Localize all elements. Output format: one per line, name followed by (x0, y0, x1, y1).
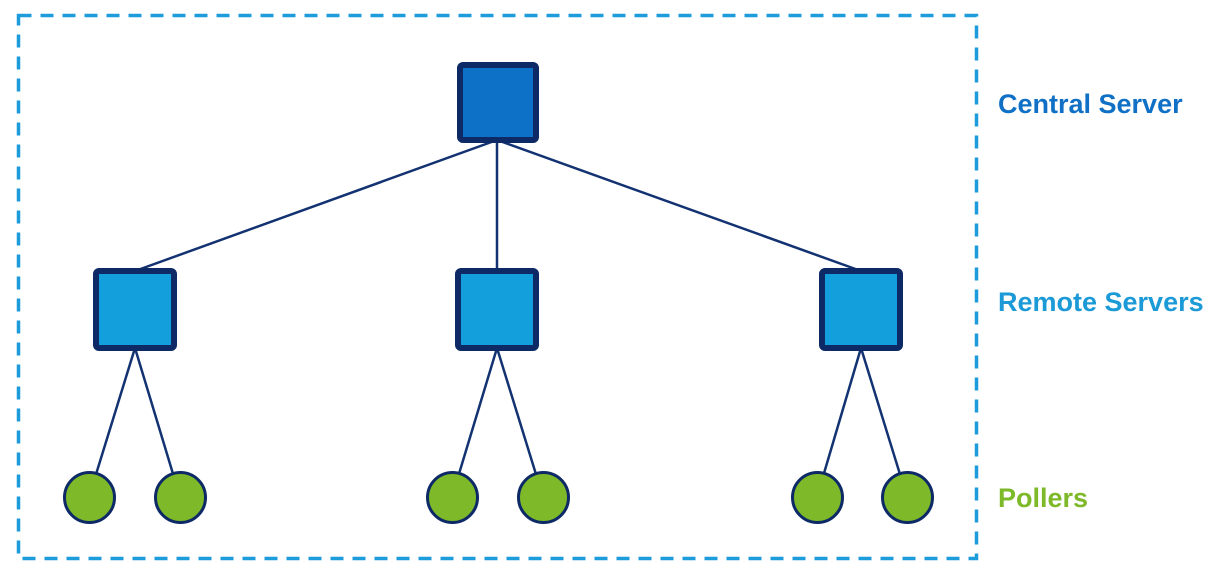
boundary-dashed-border (16, 13, 979, 561)
remote-server-node-2 (455, 268, 539, 351)
remote-server-node-1 (93, 268, 177, 351)
connector-central-remote1 (134, 138, 498, 273)
poller-node-2 (154, 471, 207, 524)
pollers-label: Pollers (998, 483, 1089, 513)
remote-server-node-3 (819, 268, 903, 351)
poller-node-6 (881, 471, 934, 524)
poller-node-1 (63, 471, 116, 524)
central-server-node (457, 62, 539, 143)
poller-node-4 (517, 471, 570, 524)
central-server-label: Central Server (998, 89, 1183, 119)
poller-node-5 (791, 471, 844, 524)
connector-central-remote3 (496, 138, 862, 273)
remote-servers-label: Remote Servers (998, 287, 1204, 317)
poller-node-3 (426, 471, 479, 524)
